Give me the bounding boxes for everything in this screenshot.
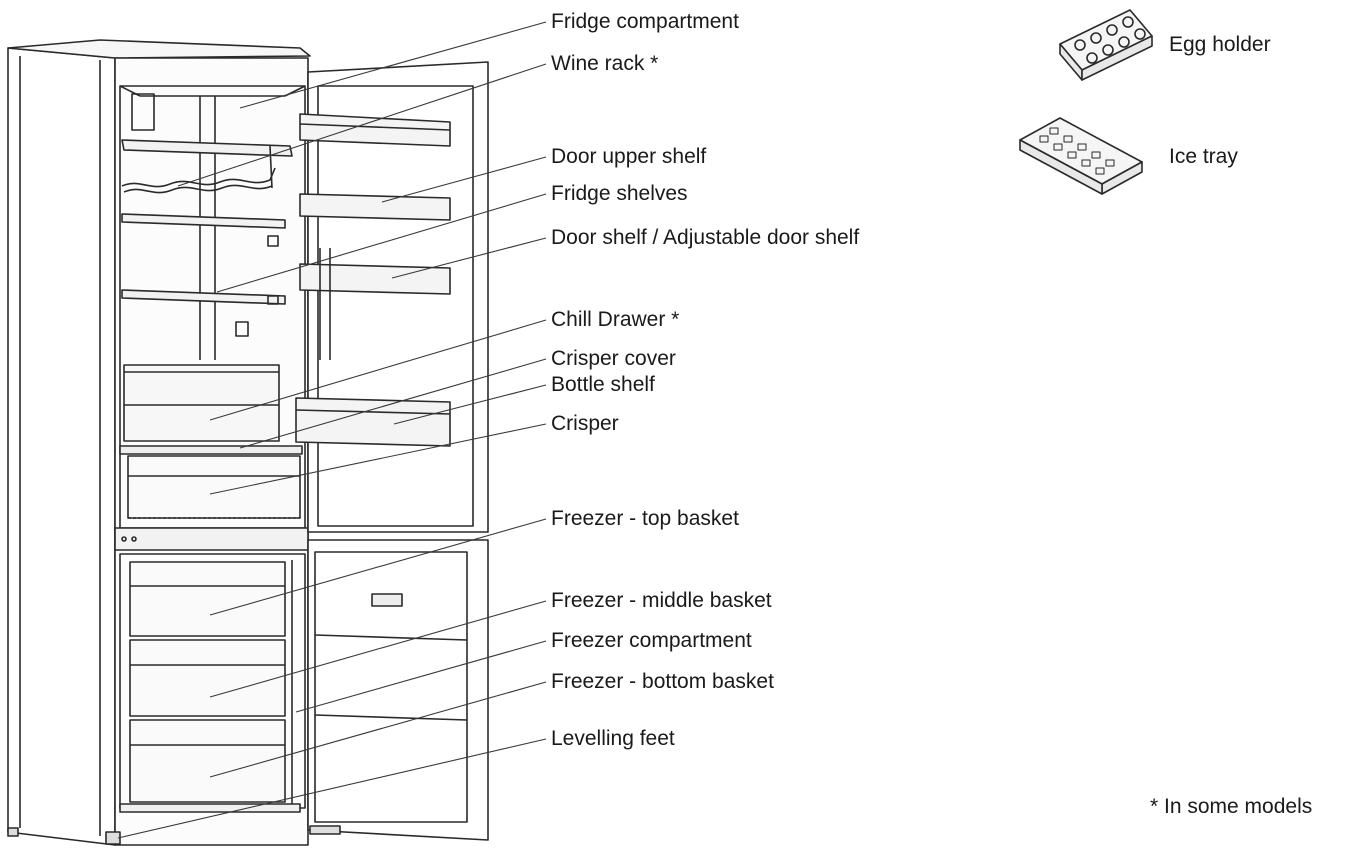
label-egg-holder: Egg holder xyxy=(1169,33,1271,56)
label-fridge-shelves: Fridge shelves xyxy=(551,182,688,205)
label-freezer-top-basket: Freezer - top basket xyxy=(551,507,739,530)
label-wine-rack: Wine rack * xyxy=(551,52,659,75)
egg-holder-illustration xyxy=(1059,9,1153,81)
ice-tray-illustration xyxy=(1019,117,1143,195)
label-freezer-compartment: Freezer compartment xyxy=(551,629,752,652)
label-bottle-shelf: Bottle shelf xyxy=(551,373,655,396)
fridge-cabinet xyxy=(7,39,311,846)
footnote: * In some models xyxy=(1150,795,1313,818)
label-levelling-feet: Levelling feet xyxy=(551,727,675,750)
label-fridge-compartment: Fridge compartment xyxy=(551,10,739,33)
label-freezer-bottom-basket: Freezer - bottom basket xyxy=(551,670,774,693)
label-crisper-cover: Crisper cover xyxy=(551,347,676,370)
label-door-shelf: Door shelf / Adjustable door shelf xyxy=(551,226,860,249)
leader-lines xyxy=(117,21,547,839)
fridge-doors xyxy=(295,61,489,841)
label-ice-tray: Ice tray xyxy=(1169,145,1238,168)
label-chill-drawer: Chill Drawer * xyxy=(551,308,680,331)
label-crisper: Crisper xyxy=(551,412,619,435)
label-freezer-middle-basket: Freezer - middle basket xyxy=(551,589,772,612)
label-door-upper-shelf: Door upper shelf xyxy=(551,145,707,168)
